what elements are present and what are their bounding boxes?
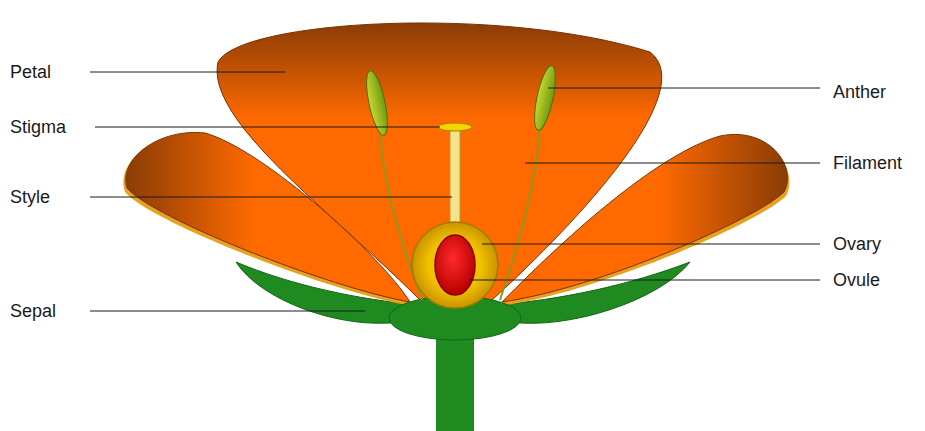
part-label: Style [10, 186, 50, 208]
leader-lines [90, 72, 820, 311]
part-label: Filament [833, 152, 902, 174]
part-label: Ovary [833, 233, 881, 255]
part-label: Ovule [833, 269, 880, 291]
part-label: Petal [10, 61, 51, 83]
part-label: Sepal [10, 300, 56, 322]
part-label: Anther [833, 81, 886, 103]
part-label: Stigma [10, 116, 66, 138]
